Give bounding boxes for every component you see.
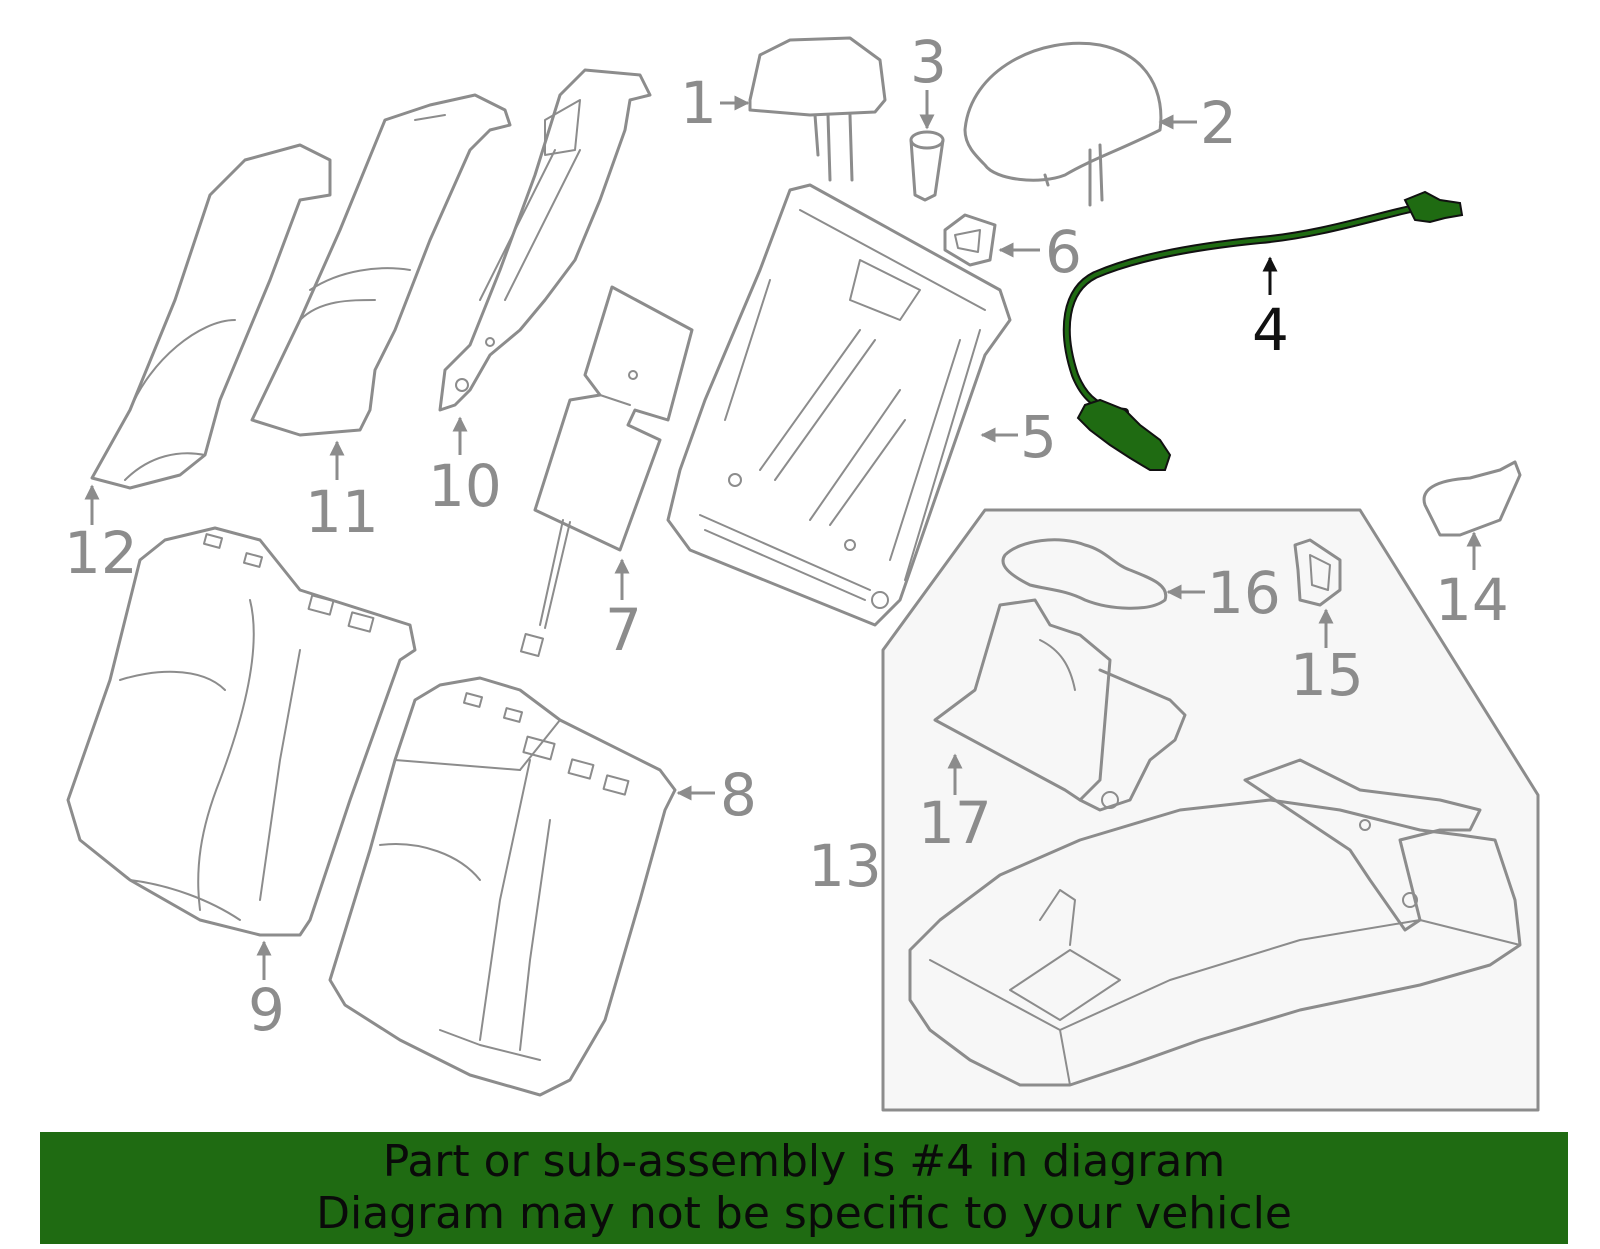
callout-17: 17 xyxy=(918,789,992,857)
callout-3: 3 xyxy=(910,28,947,96)
callout-15: 15 xyxy=(1290,641,1364,709)
callout-2: 2 xyxy=(1200,89,1237,157)
callout-16: 16 xyxy=(1207,559,1281,627)
part-6-clip[interactable] xyxy=(943,213,997,267)
part-8-seatback-pad[interactable] xyxy=(328,676,677,1097)
part-7-heater-pad[interactable] xyxy=(519,285,694,658)
callout-1: 1 xyxy=(680,69,717,137)
callout-9: 9 xyxy=(248,976,285,1044)
part-10-frame-rail[interactable] xyxy=(438,68,652,412)
callout-5: 5 xyxy=(1020,403,1057,471)
part-15-bracket[interactable] xyxy=(1293,538,1342,607)
callout-12: 12 xyxy=(64,519,138,587)
part-14-trim-cover[interactable] xyxy=(1422,460,1522,537)
part-11-side-panel[interactable] xyxy=(250,93,512,437)
part-13-armrest-base[interactable] xyxy=(908,758,1522,1087)
part-3-guide[interactable] xyxy=(909,130,945,202)
callout-13: 13 xyxy=(808,832,882,900)
callout-4: 4 xyxy=(1252,296,1289,364)
part-17-armrest-lid[interactable] xyxy=(933,598,1187,812)
callout-14: 14 xyxy=(1435,566,1509,634)
inset-box-13 xyxy=(881,508,1540,1112)
callout-11: 11 xyxy=(305,478,379,546)
callout-6: 6 xyxy=(1045,218,1082,286)
info-banner: Part or sub-assembly is #4 in diagram Di… xyxy=(40,1132,1568,1244)
part-4-cable-highlighted[interactable] xyxy=(1062,190,1464,471)
part-2-headrest[interactable] xyxy=(963,41,1163,207)
part-16-pad[interactable] xyxy=(1001,538,1168,610)
part-1-headrest[interactable] xyxy=(748,36,887,182)
callout-8: 8 xyxy=(720,761,757,829)
callout-10: 10 xyxy=(428,452,502,520)
part-12-trim-panel[interactable] xyxy=(90,143,332,490)
part-5-seatback-frame[interactable] xyxy=(666,183,1012,627)
banner-line-2: Diagram may not be specific to your vehi… xyxy=(316,1188,1292,1239)
part-9-seatback-cover[interactable] xyxy=(66,526,417,937)
callout-7: 7 xyxy=(605,596,642,664)
banner-line-1: Part or sub-assembly is #4 in diagram xyxy=(382,1136,1226,1187)
